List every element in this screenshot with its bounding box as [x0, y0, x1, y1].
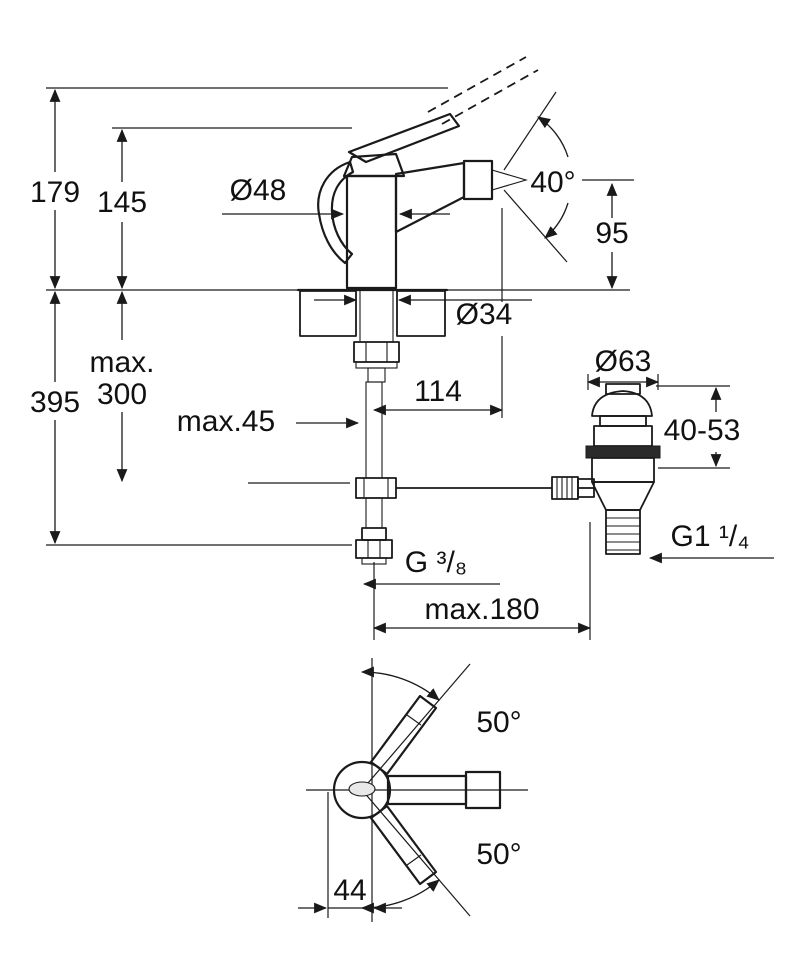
pop-up-waste-assembly — [577, 383, 661, 555]
rod-coupling — [355, 477, 397, 499]
dim-waste-thread: G1 ¹/₄ — [671, 520, 750, 553]
top-view: 50° 50° 44 — [298, 658, 528, 922]
dim-upper-height: 145 — [97, 186, 147, 219]
brand-logo-oval — [348, 781, 376, 797]
dim-max-depth-value: 300 — [97, 378, 147, 411]
faucet-side-profile — [317, 56, 568, 290]
dim-max-depth-label: max. — [89, 346, 154, 379]
dim-swing-angle-bottom: 50° — [476, 838, 521, 871]
dim-waste-knob-diameter: Ø63 — [595, 345, 652, 378]
dimensions-side — [49, 88, 774, 634]
faucet-body-top — [332, 760, 392, 820]
lever-raised-position — [427, 56, 527, 113]
dim-swing-angle-top: 50° — [476, 706, 521, 739]
dim-overall-depth: 395 — [30, 386, 80, 419]
waste-tailpiece — [605, 509, 641, 555]
rod-ball-joint — [577, 478, 595, 498]
hose-end-nut — [355, 539, 393, 559]
dimensions-top — [298, 666, 440, 914]
spout — [394, 161, 466, 234]
dim-waste-height-range: 40-53 — [664, 414, 741, 447]
waste-seal-ring — [585, 445, 661, 459]
aerator-outlet — [462, 159, 494, 201]
faucet-body-column — [345, 174, 398, 290]
waste-knob-dome — [591, 390, 653, 417]
stream-wedge — [491, 169, 528, 191]
faucet-top-profile — [332, 694, 502, 886]
dim-deck-thickness: max.45 — [177, 405, 275, 438]
lever-handle — [347, 112, 461, 164]
lever-front-hook — [317, 160, 355, 265]
dim-spout-reach: 114 — [414, 375, 462, 408]
lever-swing-down — [369, 804, 438, 886]
dim-lever-angle: 40° — [530, 166, 575, 199]
side-view: 179 145 Ø48 40° 95 max. 300 395 max.45 1… — [30, 56, 774, 640]
threaded-shank — [359, 289, 394, 343]
dim-body-diameter: Ø48 — [230, 174, 287, 207]
flexible-hose-lower — [365, 497, 383, 529]
dim-supply-thread: G ³/₈ — [405, 546, 467, 579]
dim-spout-height: 95 — [595, 217, 628, 250]
mounting-deck — [296, 288, 449, 337]
dim-total-height: 179 — [30, 176, 80, 209]
knurled-adjuster — [551, 476, 579, 500]
dim-hole-diameter: Ø34 — [456, 298, 513, 331]
lever-swing-up — [369, 694, 438, 776]
flexible-hose-upper — [365, 381, 383, 479]
dim-handle-offset: 44 — [333, 874, 366, 907]
supply-hoses — [353, 289, 594, 565]
lever-end-knob — [464, 770, 502, 810]
mounting-nut — [353, 341, 400, 363]
dim-max-distance: max.180 — [424, 593, 539, 626]
